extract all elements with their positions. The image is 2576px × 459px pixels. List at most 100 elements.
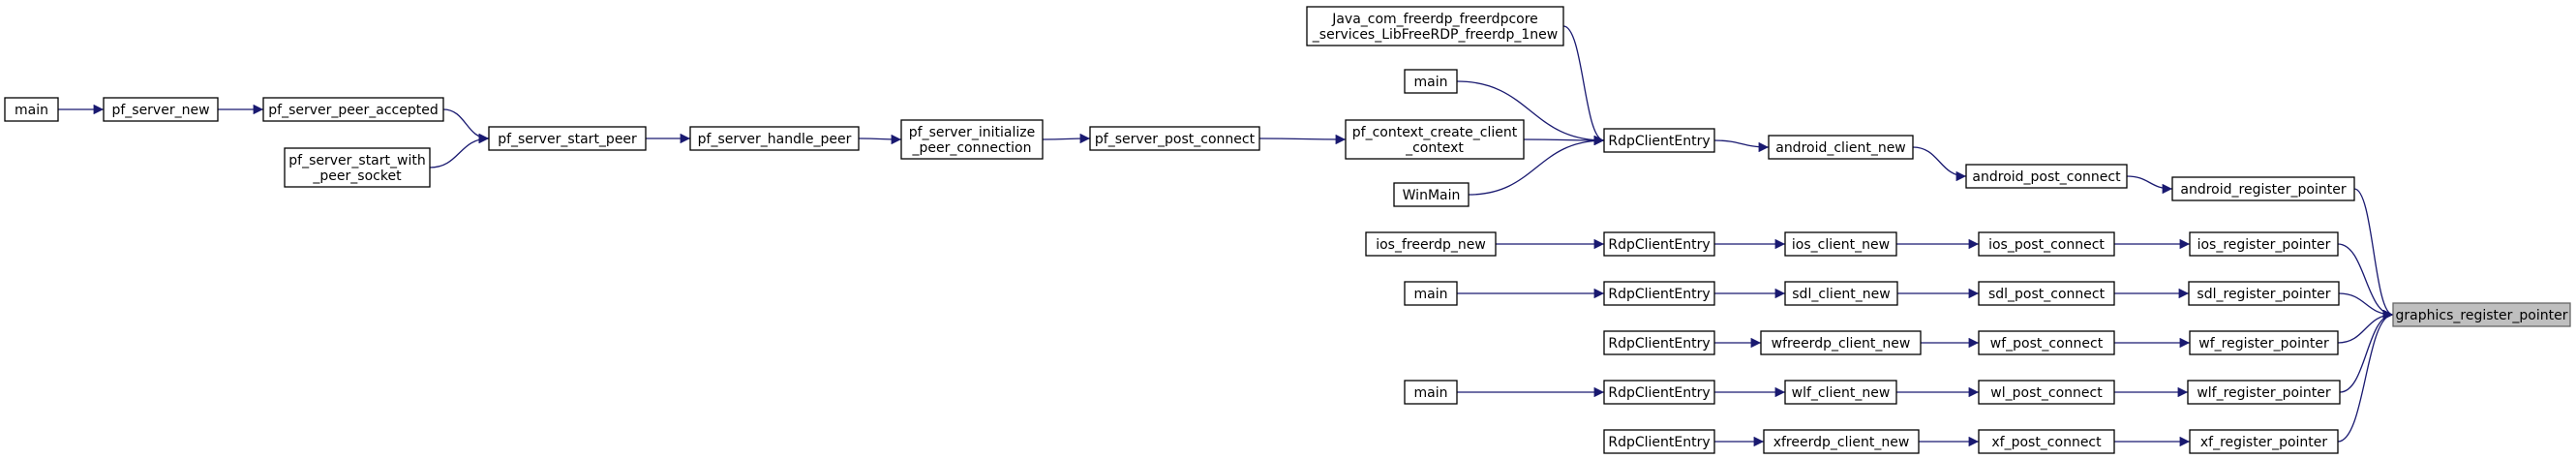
edge-winmain-to-rdp-android <box>1468 135 1605 196</box>
node-label: main <box>1414 385 1448 401</box>
node-box <box>1978 380 2115 405</box>
node-sdl-post-connect[interactable]: sdl_post_connect <box>1978 281 2115 306</box>
node-winmain[interactable]: WinMain <box>1393 182 1470 207</box>
node-label: RdpClientEntry <box>1608 287 1710 302</box>
node-box <box>1965 164 2128 189</box>
node-pf-server-start-with-peer-socket[interactable]: pf_server_start_with_peer_socket <box>284 147 431 188</box>
node-box <box>1768 135 1914 160</box>
node-label: RdpClientEntry <box>1608 134 1710 149</box>
node-box <box>1784 281 1898 306</box>
node-android-client-new[interactable]: android_client_new <box>1768 135 1914 160</box>
node-main-a[interactable]: main <box>4 97 59 122</box>
node-label: pf_server_start_with <box>288 153 425 168</box>
node-sdl-register-pointer[interactable]: sdl_register_pointer <box>2188 281 2340 306</box>
node-box <box>1404 281 1458 306</box>
node-box <box>1603 231 1715 257</box>
node-label: wfreerdp_client_new <box>1772 336 1911 352</box>
node-label: pf_server_peer_accepted <box>268 103 438 118</box>
node-label: main <box>1414 75 1448 90</box>
node-label: wlf_client_new <box>1792 385 1891 401</box>
node-rdp-ios[interactable]: RdpClientEntry <box>1603 231 1715 257</box>
edge-rdp-android-to-android-client-new <box>1713 139 1770 153</box>
node-label: pf_server_post_connect <box>1095 132 1256 147</box>
node-box <box>2188 281 2340 306</box>
node-xf-post-connect[interactable]: xf_post_connect <box>1978 429 2115 454</box>
node-box <box>1603 281 1715 306</box>
node-ios-register-pointer[interactable]: ios_register_pointer <box>2189 231 2339 257</box>
node-wlf-client-new[interactable]: wlf_client_new <box>1784 380 1897 405</box>
node-box <box>1603 330 1715 355</box>
node-label: ios_post_connect <box>1988 237 2105 253</box>
node-label: android_client_new <box>1775 140 1906 156</box>
node-pf-server-post-connect[interactable]: pf_server_post_connect <box>1089 126 1260 151</box>
node-label: sdl_register_pointer <box>2197 287 2330 302</box>
node-label: sdl_client_new <box>1792 287 1890 302</box>
node-label: wf_register_pointer <box>2198 336 2329 352</box>
node-main-b[interactable]: main <box>1404 69 1458 94</box>
node-box <box>262 97 444 122</box>
node-wf-register-pointer[interactable]: wf_register_pointer <box>2189 330 2339 355</box>
node-label: pf_server_initialize <box>909 125 1035 140</box>
node-pf-server-peer-accepted[interactable]: pf_server_peer_accepted <box>262 97 444 122</box>
nodes-layer: main pf_server_new pf_server_peer_accepted… <box>4 6 2571 454</box>
node-label: _peer_connection <box>911 140 1031 156</box>
node-label: WinMain <box>1403 188 1461 203</box>
node-label: pf_server_handle_peer <box>698 132 852 147</box>
node-box <box>1404 69 1458 94</box>
node-label: ios_freerdp_new <box>1376 237 1486 253</box>
node-label: android_register_pointer <box>2180 182 2346 198</box>
node-wlf-register-pointer[interactable]: wlf_register_pointer <box>2187 380 2341 405</box>
edge-xf-register-pointer-to-graphics-register-pointer <box>2337 309 2394 443</box>
node-rdp-wf[interactable]: RdpClientEntry <box>1603 330 1715 355</box>
node-rdp-android[interactable]: RdpClientEntry <box>1603 128 1715 153</box>
node-pf-server-handle-peer[interactable]: pf_server_handle_peer <box>689 126 860 151</box>
node-ios-post-connect[interactable]: ios_post_connect <box>1978 231 2115 257</box>
node-label: xf_post_connect <box>1991 435 2102 450</box>
node-label: RdpClientEntry <box>1608 435 1710 450</box>
node-box <box>2187 380 2341 405</box>
node-android-post-connect[interactable]: android_post_connect <box>1965 164 2128 189</box>
edge-pf-server-handle-peer-to-pf-server-initialize-peer-connection <box>858 134 902 145</box>
node-xf-register-pointer[interactable]: xf_register_pointer <box>2189 429 2339 454</box>
node-wl-post-connect[interactable]: wl_post_connect <box>1978 380 2115 405</box>
node-box <box>1978 231 2115 257</box>
node-box <box>1603 128 1715 153</box>
edge-java-freerdp-new-to-rdp-android <box>1562 25 1605 146</box>
node-java-freerdp-new[interactable]: Java_com_freerdp_freerdpcore_services_Li… <box>1306 6 1564 46</box>
node-box <box>1393 182 1470 207</box>
node-pf-server-initialize-peer-connection[interactable]: pf_server_initialize_peer_connection <box>900 119 1044 160</box>
edge-android-register-pointer-to-graphics-register-pointer <box>2353 188 2394 321</box>
node-label: Java_com_freerdp_freerdpcore <box>1331 12 1538 27</box>
node-box <box>1345 119 1525 160</box>
node-rdp-sdl[interactable]: RdpClientEntry <box>1603 281 1715 306</box>
node-box <box>1603 380 1715 405</box>
edge-pf-server-peer-accepted-to-pf-server-start-peer <box>442 108 490 144</box>
node-label: _peer_socket <box>312 168 402 184</box>
node-graphics-register-pointer[interactable]: graphics_register_pointer <box>2392 302 2571 327</box>
node-wfreerdp-client-new[interactable]: wfreerdp_client_new <box>1760 330 1922 355</box>
node-pf-context-create-client-context[interactable]: pf_context_create_client_context <box>1345 119 1525 160</box>
node-ios-freerdp-new[interactable]: ios_freerdp_new <box>1365 231 1497 257</box>
node-box <box>900 119 1044 160</box>
node-label: main <box>1414 287 1448 302</box>
node-xfreerdp-client-new[interactable]: xfreerdp_client_new <box>1763 429 1920 454</box>
node-label: _context <box>1405 140 1464 156</box>
edge-android-client-new-to-android-post-connect <box>1912 146 1967 182</box>
node-main-wl[interactable]: main <box>1404 380 1458 405</box>
node-ios-client-new[interactable]: ios_client_new <box>1784 231 1897 257</box>
node-rdp-xf[interactable]: RdpClientEntry <box>1603 429 1715 454</box>
node-label: wlf_register_pointer <box>2197 385 2331 401</box>
node-wf-post-connect[interactable]: wf_post_connect <box>1978 330 2115 355</box>
node-main-sdl[interactable]: main <box>1404 281 1458 306</box>
node-box <box>1760 330 1922 355</box>
node-label: ios_register_pointer <box>2197 237 2331 253</box>
node-label: pf_server_start_peer <box>498 132 637 147</box>
node-android-register-pointer[interactable]: android_register_pointer <box>2171 176 2355 201</box>
node-box <box>1763 429 1920 454</box>
node-pf-server-new[interactable]: pf_server_new <box>103 97 219 122</box>
node-rdp-wl[interactable]: RdpClientEntry <box>1603 380 1715 405</box>
node-box <box>103 97 219 122</box>
node-sdl-client-new[interactable]: sdl_client_new <box>1784 281 1898 306</box>
node-pf-server-start-peer[interactable]: pf_server_start_peer <box>488 126 647 151</box>
